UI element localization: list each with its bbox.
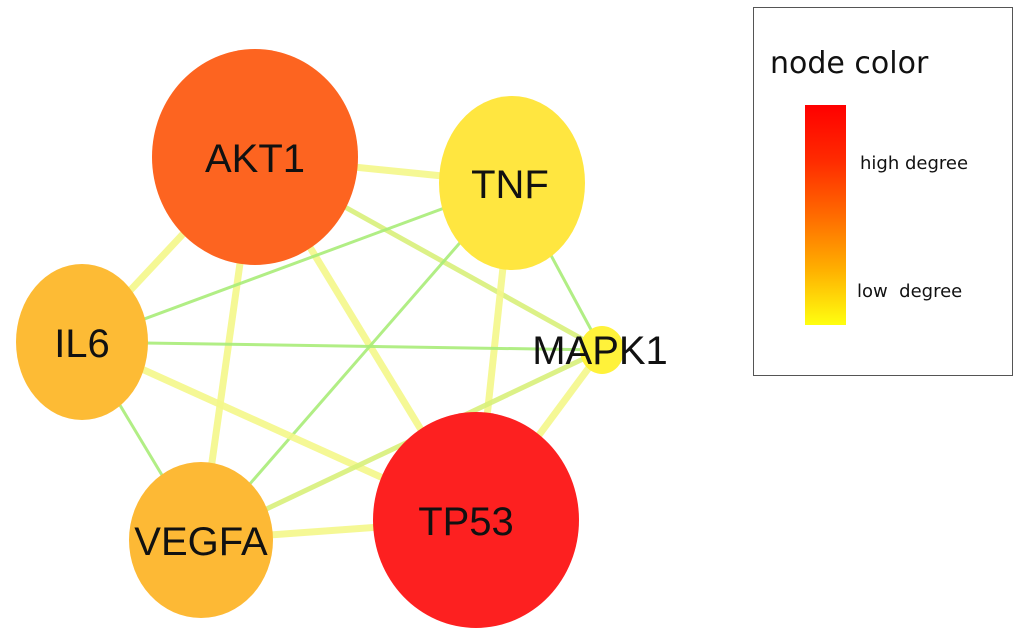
- node-vegfa[interactable]: VEGFA: [129, 462, 273, 618]
- node-circle: [152, 49, 358, 265]
- node-tnf[interactable]: TNF: [439, 96, 585, 270]
- node-label: TNF: [471, 163, 549, 207]
- node-circle: [439, 96, 585, 270]
- edge-il6-mapk1: [81, 340, 603, 352]
- legend-color-gradient: [805, 105, 846, 325]
- node-mapk1[interactable]: MAPK1: [532, 326, 668, 374]
- node-circle: [373, 412, 579, 628]
- node-label: AKT1: [205, 137, 305, 181]
- node-label: IL6: [54, 322, 110, 366]
- edge-vegfa-mapk1: [199, 347, 604, 543]
- node-tp53[interactable]: TP53: [373, 412, 579, 628]
- node-label: VEGFA: [134, 520, 268, 564]
- node-circle: [129, 462, 273, 618]
- node-circle: [16, 264, 148, 420]
- legend-box: node color high degree low degree: [753, 7, 1013, 376]
- node-akt1[interactable]: AKT1: [152, 49, 358, 265]
- edge-tnf-il6: [81, 181, 513, 344]
- node-label: MAPK1: [532, 329, 668, 373]
- node-il6[interactable]: IL6: [16, 264, 148, 420]
- node-circle: [580, 326, 624, 374]
- legend-high-label: high degree: [860, 153, 969, 174]
- legend-title: node color: [770, 46, 929, 81]
- legend-low-label: low degree: [857, 281, 963, 302]
- node-label: TP53: [418, 500, 514, 544]
